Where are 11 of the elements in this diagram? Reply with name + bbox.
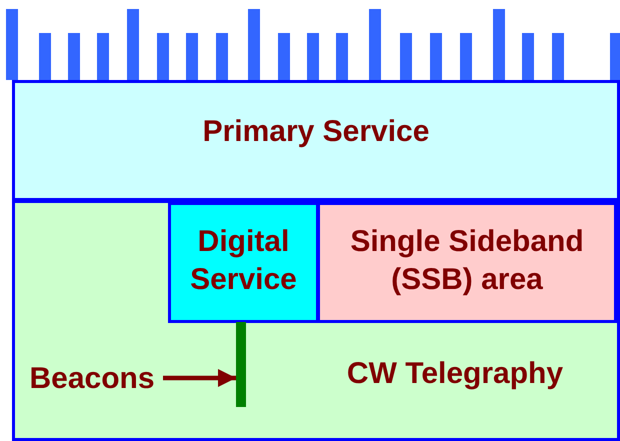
- marker-bar: [236, 322, 246, 407]
- service-box: [168, 202, 319, 323]
- label: Primary Service: [202, 114, 430, 150]
- service-box: [317, 202, 617, 323]
- label: Beacons: [28, 361, 156, 397]
- band: [12, 80, 620, 201]
- label: Digital Service: [189, 224, 298, 298]
- band: [12, 200, 620, 441]
- label: CW Telegraphy: [346, 356, 564, 392]
- arrow: [163, 369, 236, 387]
- label: Single Sideband (SSB) area: [349, 224, 585, 298]
